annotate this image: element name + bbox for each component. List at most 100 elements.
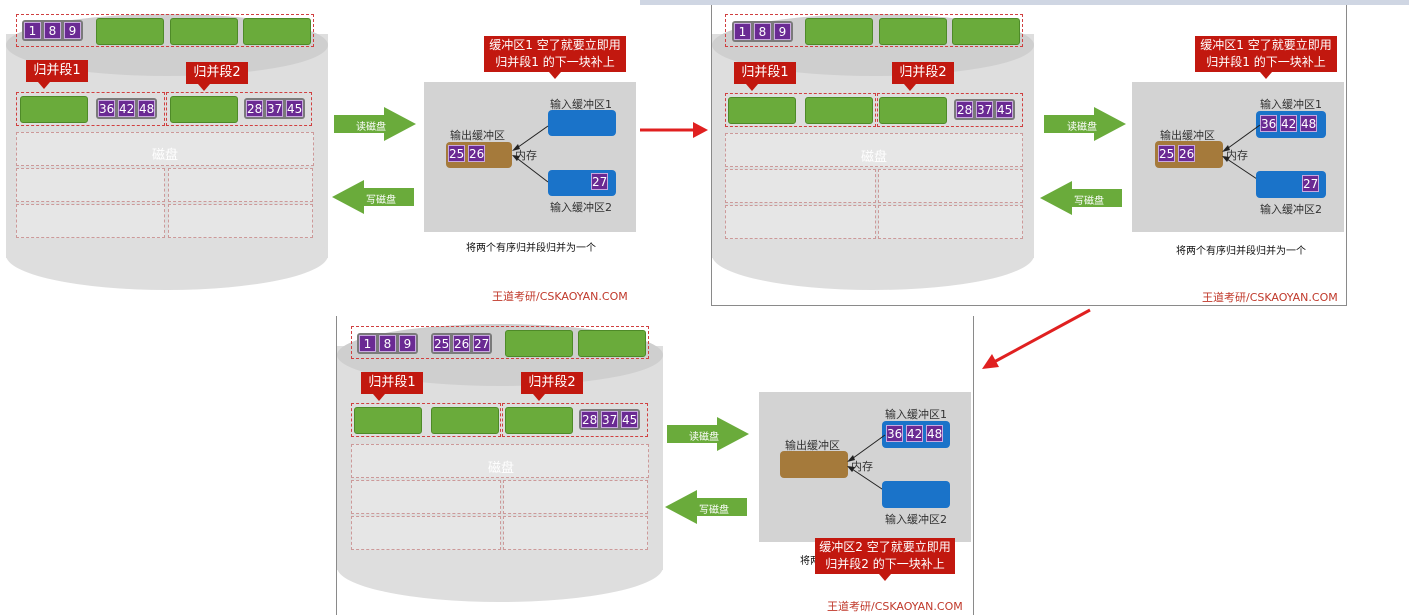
disk-block: [952, 18, 1020, 45]
merge-arrows: [1222, 124, 1261, 182]
number-cell: 26: [468, 145, 485, 162]
segment-1-label: 归并段1: [734, 62, 796, 91]
disk-block: [505, 330, 573, 357]
input-buffer-2-label: 输入缓冲区2: [1260, 203, 1322, 216]
number-cell: 37: [976, 101, 993, 118]
number-cell: 27: [591, 173, 608, 190]
number-cell: 28: [956, 101, 973, 118]
callout-line-1: 缓冲区2 空了就要立即用: [819, 540, 951, 554]
number-cell: 37: [266, 100, 283, 117]
number-cell: 1: [359, 335, 376, 352]
callout-line-2: 归并段1 的下一块补上: [495, 55, 615, 69]
number-cell: 27: [1302, 175, 1319, 192]
disk-block: [170, 96, 238, 123]
disk-block: [243, 18, 311, 45]
input-buffer-1-label: 输入缓冲区1: [1260, 98, 1322, 111]
merge-caption: 将两个有序归并段归并为一个: [1176, 246, 1306, 257]
footer-text: 王道考研/CSKAOYAN.COM: [492, 290, 628, 303]
input-buffer-1-contents: 36 42 48: [1260, 115, 1317, 132]
empty-disk-cell: [351, 516, 501, 550]
segment-1-row: [725, 93, 876, 127]
number-cell: 36: [98, 100, 115, 117]
empty-disk-cell: [16, 168, 165, 202]
input-buffer-1-contents: 36 42 48: [886, 425, 943, 442]
number-cell: 26: [453, 335, 470, 352]
buffer2-callout: 缓冲区2 空了就要立即用 归并段2 的下一块补上: [815, 538, 955, 581]
footer-text: 王道考研/CSKAOYAN.COM: [827, 600, 963, 613]
disk-block: [505, 407, 573, 434]
segment-2-label: 归并段2: [521, 372, 583, 401]
top-border: [0, 0, 1409, 5]
segment-2-row: [166, 92, 312, 126]
segment-2-block: 28 37 45: [579, 409, 640, 430]
write-disk-label: 写磁盘: [1074, 196, 1104, 207]
input-buffer-2-contents: 27: [591, 173, 608, 190]
read-disk-label: 读磁盘: [356, 122, 386, 133]
number-cell: 9: [399, 335, 416, 352]
memory-label: 内存: [1226, 149, 1248, 162]
panel-step-2: 1 8 9 归并段1 归并段2 28 37 45 磁盘 读磁盘 写磁盘 输入缓冲…: [711, 5, 1347, 306]
empty-disk-cell: [878, 169, 1023, 203]
disk-block: [805, 18, 873, 45]
number-cell: 9: [774, 23, 791, 40]
memory-label: 内存: [515, 149, 537, 162]
output-block-1: 1 8 9: [22, 20, 83, 41]
number-cell: 25: [448, 145, 465, 162]
segment-1-row: [16, 92, 165, 126]
number-cell: 26: [1178, 145, 1195, 162]
output-buffer-contents: 25 26: [1158, 145, 1195, 162]
number-cell: 28: [246, 100, 263, 117]
number-cell: 48: [926, 425, 943, 442]
output-block-1: 1 8 9: [732, 21, 793, 42]
number-cell: 45: [286, 100, 303, 117]
disk-block: [431, 407, 499, 434]
input-buffer-2-label: 输入缓冲区2: [550, 201, 612, 214]
number-cell: 9: [64, 22, 81, 39]
number-cell: 28: [581, 411, 598, 428]
output-buffer-label: 输出缓冲区: [450, 129, 505, 142]
read-disk-arrow: [667, 417, 749, 451]
segment-2-label: 归并段2: [892, 62, 954, 91]
output-buffer-contents: 25 26: [448, 145, 485, 162]
segment-2-block: 28 37 45: [244, 98, 305, 119]
input-buffer-2: [882, 481, 950, 508]
segment-1-block: 36 42 48: [96, 98, 157, 119]
output-disk-row: [16, 14, 314, 47]
number-cell: 27: [473, 335, 490, 352]
input-buffer-1-label: 输入缓冲区1: [885, 408, 947, 421]
empty-disk-cell: [351, 480, 501, 514]
empty-disk-cell: [168, 168, 313, 202]
read-disk-arrow: [1044, 107, 1126, 141]
disk-block: [879, 97, 947, 124]
segment-1-row: [351, 403, 501, 437]
disk-block: [170, 18, 238, 45]
write-disk-arrow: [332, 180, 414, 214]
disk-block: [354, 407, 422, 434]
number-cell: 42: [118, 100, 135, 117]
empty-disk-cell: [725, 205, 876, 239]
segment-2-row: [502, 403, 648, 437]
buffer1-callout: 缓冲区1 空了就要立即用 归并段1 的下一块补上: [484, 36, 626, 79]
number-cell: 48: [1300, 115, 1317, 132]
number-cell: 42: [906, 425, 923, 442]
number-cell: 42: [1280, 115, 1297, 132]
empty-disk-cell: [725, 169, 876, 203]
number-cell: 48: [138, 100, 155, 117]
input-buffer-2-label: 输入缓冲区2: [885, 513, 947, 526]
number-cell: 8: [44, 22, 61, 39]
segment-2-block: 28 37 45: [954, 99, 1015, 120]
number-cell: 1: [24, 22, 41, 39]
output-block-1: 1 8 9: [357, 333, 418, 354]
merge-caption-partial: 将两: [800, 556, 820, 567]
number-cell: 45: [621, 411, 638, 428]
read-disk-label: 读磁盘: [689, 432, 719, 443]
write-disk-label: 写磁盘: [699, 505, 729, 516]
output-block-2: 25 26 27: [431, 333, 492, 354]
empty-disk-cell: [503, 480, 648, 514]
merge-arrows: [512, 125, 549, 183]
number-cell: 36: [1260, 115, 1277, 132]
disk-block: [728, 97, 796, 124]
empty-disk-cell: [878, 205, 1023, 239]
number-cell: 25: [1158, 145, 1175, 162]
